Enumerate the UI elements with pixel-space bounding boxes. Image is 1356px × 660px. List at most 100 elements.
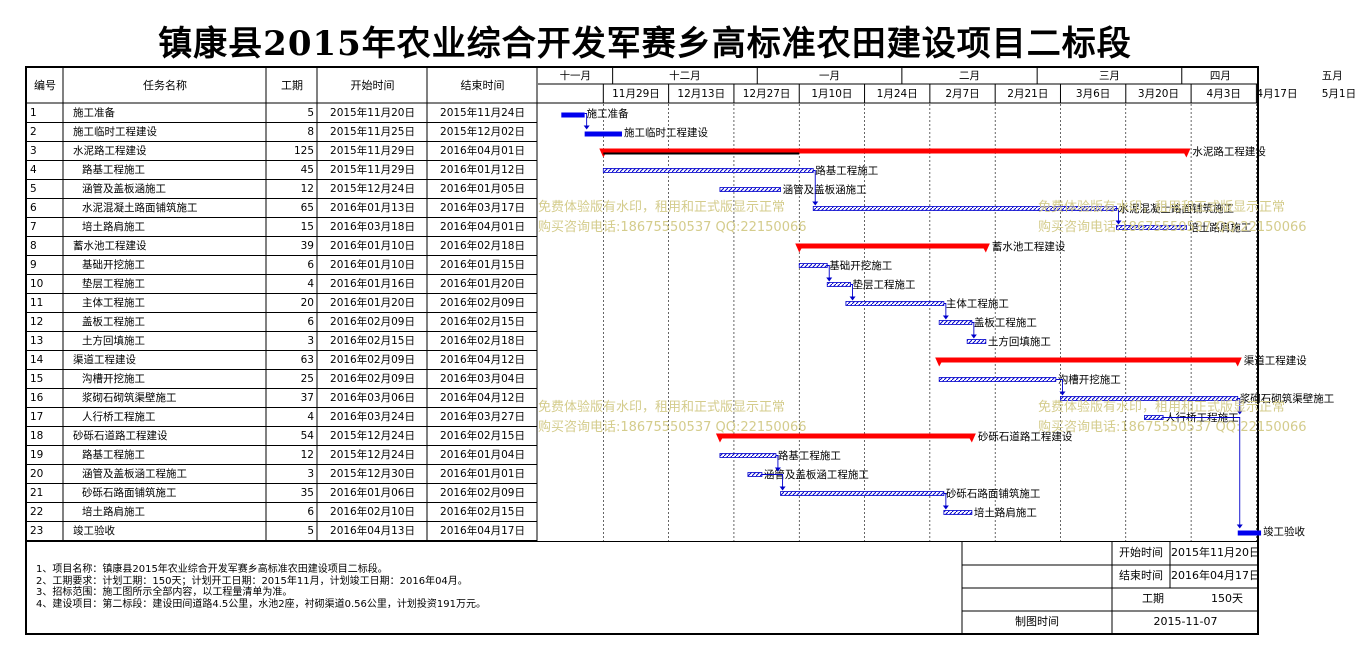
task-duration: 54 [300,430,314,442]
task-name: 涵管及盖板涵工程施工 [82,468,187,480]
summary-bar-cap [966,433,976,443]
bar-label: 路基工程施工 [777,449,841,462]
dependency-link [584,113,588,129]
week-label: 12月13日 [677,88,726,100]
month-label: 十一月 [559,70,592,82]
dependency-arrow [849,296,856,301]
bar-label: 水泥混凝土路面铺筑施工 [1118,202,1234,215]
task-name: 水泥混凝土路面铺筑施工 [82,202,198,214]
task-start: 2016年01月20日 [330,297,415,309]
bar-label: 砂砾石道路工程建设 [977,430,1073,443]
task-name: 盖板工程施工 [82,316,145,328]
task-bar [719,187,781,192]
task-name: 涵管及盖板涵施工 [82,183,166,195]
dependency-arrow [942,315,949,320]
task-id: 17 [30,411,44,423]
task-name: 施工准备 [73,107,115,119]
task-name: 砂砾石路面铺筑施工 [82,487,177,499]
task-bar [719,453,777,458]
progress-bar [603,152,800,155]
task-id: 4 [30,164,37,176]
task-id: 3 [30,145,37,157]
watermark: 免费体验版有水印，租用和正式版显示正常 购买咨询电话:18675550537 Q… [538,200,807,235]
task-end: 2016年03月27日 [440,411,525,423]
task-duration: 37 [300,392,314,404]
task-bar [966,339,987,344]
dependency-link [813,170,816,205]
task-start: 2015年12月24日 [330,183,415,195]
watermark: 免费体验版有水印，租用和正式版显示正常 购买咨询电话:18675550537 Q… [1038,400,1307,435]
task-bar [938,320,973,325]
task-name: 基础开挖施工 [82,259,145,271]
task-end: 2016年01月01日 [440,468,525,480]
task-end: 2016年02月15日 [440,316,525,328]
task-name: 渠道工程建设 [73,354,136,366]
task-end: 2016年01月05日 [440,183,525,195]
task-duration: 65 [300,202,314,214]
bar-label: 蓄水池工程建设 [991,240,1066,253]
task-name: 水泥路工程建设 [73,145,147,157]
task-end: 2016年02月18日 [440,240,525,252]
task-bar [798,263,828,268]
task-end: 2016年04月01日 [440,221,525,233]
bar-label: 培土路肩施工 [973,506,1037,519]
dependency-link [1163,417,1241,528]
task-start: 2016年01月10日 [330,259,415,271]
task-id: 7 [30,221,37,233]
header-end: 结束时间 [460,79,505,92]
week-label: 1月10日 [811,88,853,100]
week-label: 12月27日 [742,88,791,100]
summary-bar-cap [1232,357,1242,367]
summary-bar-cap [980,243,990,253]
info-start-value: 2015年11月20日 [1171,546,1260,559]
task-start: 2016年02月09日 [330,316,415,328]
task-bar [747,472,763,477]
task-start: 2016年02月09日 [330,373,415,385]
dependency-arrow [779,486,786,491]
task-start: 2015年11月20日 [330,107,415,119]
task-start: 2016年02月15日 [330,335,415,347]
task-id: 11 [30,297,44,309]
task-start: 2015年11月25日 [330,126,415,138]
task-name: 土方回填施工 [82,335,145,347]
note-line: 1、项目名称：镇康县2015年农业综合开发军赛乡高标准农田建设项目二标段。 [36,564,388,575]
task-id: 1 [30,107,37,119]
task-duration: 6 [307,316,314,328]
note-line: 4、建设项目：第二标段：建设田间道路4.5公里，水池2座，衬砌渠道0.56公里，… [36,598,486,610]
task-start: 2015年12月24日 [330,430,415,442]
task-duration: 125 [293,145,314,157]
summary-bar [939,357,1238,363]
header-duration: 工期 [281,79,303,92]
task-duration: 45 [300,164,314,176]
task-duration: 35 [300,487,314,499]
task-duration: 6 [307,506,314,518]
watermark: 免费体验版有水印，租用和正式版显示正常 购买咨询电话:18675550537 Q… [538,400,807,435]
task-duration: 3 [307,335,314,347]
dependency-arrow [970,334,977,339]
task-bar [1116,225,1187,230]
dependency-link [761,474,784,490]
task-end: 2016年02月15日 [440,430,525,442]
summary-bar [799,243,986,249]
bar-label: 渠道工程建设 [1243,354,1307,367]
dependency-arrow [1236,524,1243,529]
info-end-label: 结束时间 [1119,569,1163,582]
task-bar [1237,530,1262,536]
task-duration: 12 [300,449,314,461]
task-duration: 25 [300,373,314,385]
task-start: 2016年04月13日 [330,525,415,537]
dependency-arrow [812,201,819,206]
task-id: 23 [30,525,44,537]
note-line: 3、招标范围：施工图所示全部内容，以工程量清单为准。 [36,587,293,598]
info-duration-label: 工期 [1142,592,1164,605]
task-duration: 3 [307,468,314,480]
summary-bar-cap [795,243,805,253]
dependency-link [971,322,975,338]
month-label: 十二月 [669,70,701,82]
week-label: 3月6日 [1075,88,1111,100]
task-id: 22 [30,506,44,518]
bar-label: 施工准备 [586,107,629,120]
bar-label: 垫层工程施工 [852,278,916,291]
header-id: 编号 [34,79,56,92]
